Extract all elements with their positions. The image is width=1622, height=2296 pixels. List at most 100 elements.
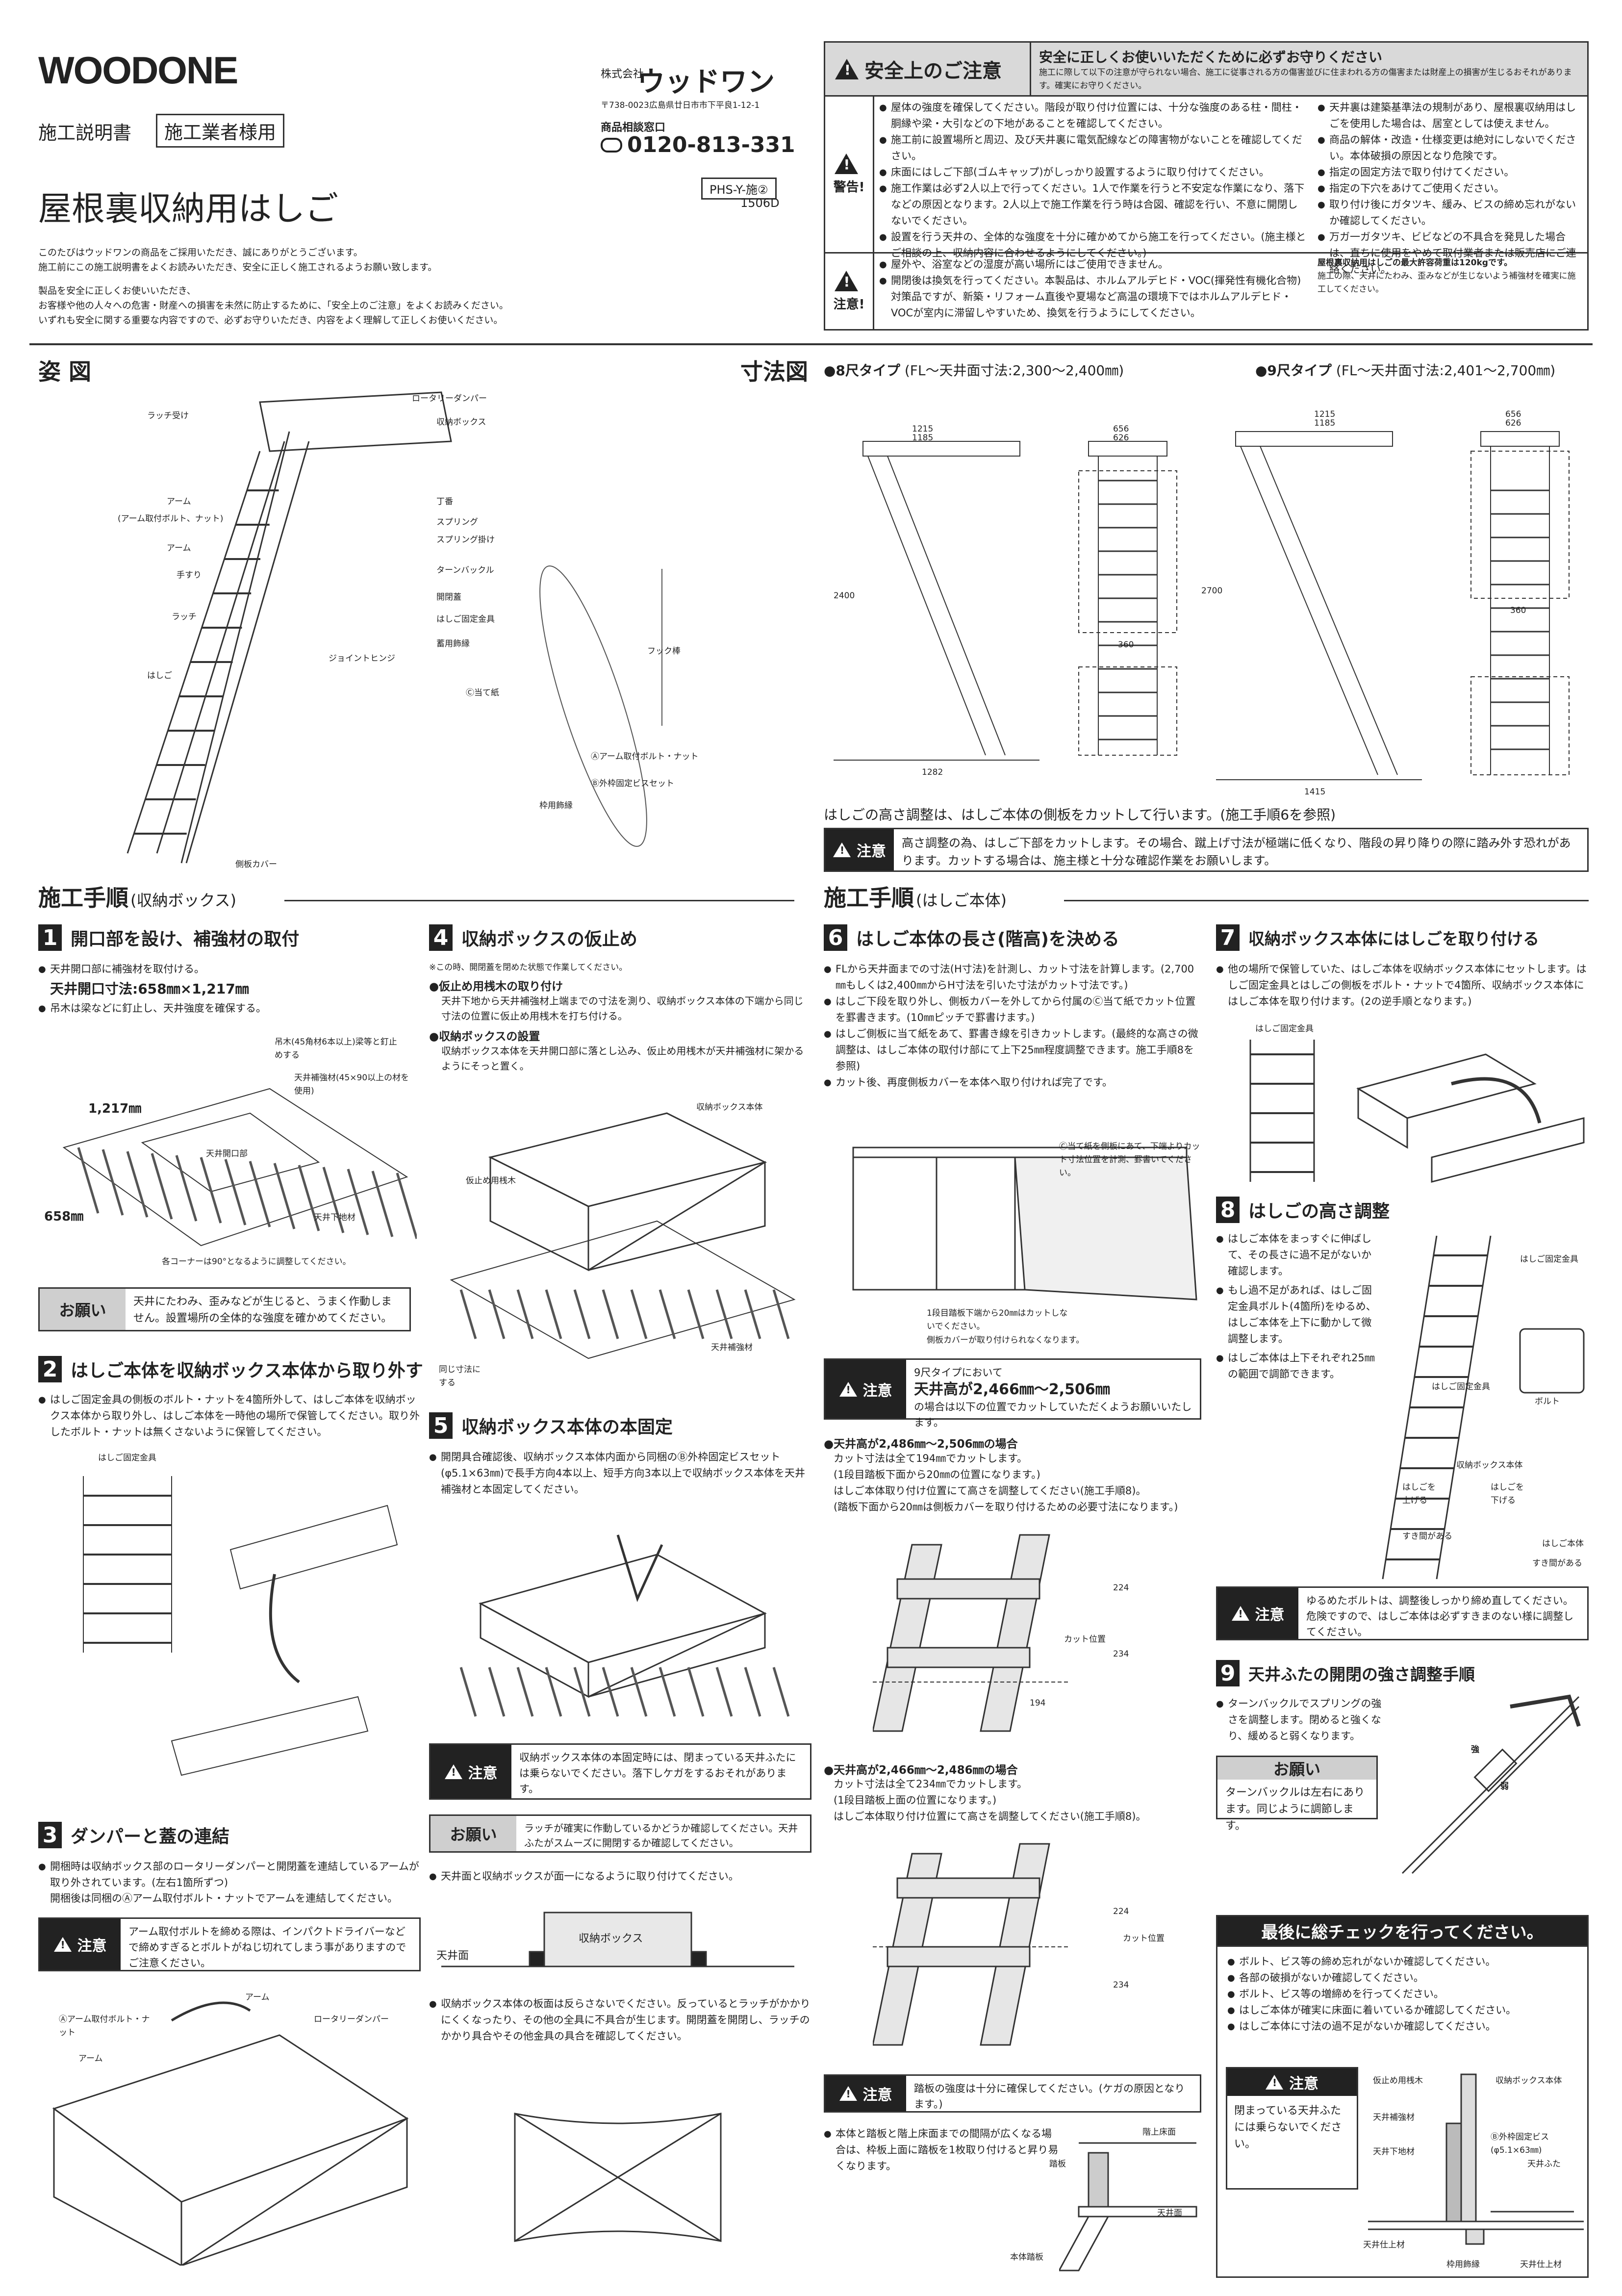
- step-strength-caution: !注意 踏板の強度は十分に確保してください。(ケガの原因となります。): [824, 2074, 1201, 2113]
- dim9-626: 626: [1505, 418, 1521, 428]
- fig8-label-bolt: ボルト: [1535, 1397, 1560, 1406]
- label-hook-rod: フック棒: [647, 646, 681, 656]
- final-figure: [1368, 2073, 1584, 2245]
- step-9-request: お願い ターンバックルは左右にあります。同じように調節します。: [1216, 1756, 1378, 1832]
- joist: [602, 1667, 619, 1717]
- safety-lead: 安全に正しくお使いいただくために必ずお守りください: [1039, 49, 1383, 65]
- label-spring: スプリング: [436, 517, 478, 527]
- step-2-figure: [83, 1476, 398, 1776]
- flush-label-ceiling: 天井面: [436, 1950, 469, 1962]
- joist: [630, 1667, 648, 1717]
- consult-label: 商品相談窓口: [601, 122, 666, 134]
- joist: [322, 1167, 345, 1233]
- label-frame-trim: 枠用飾縁: [539, 801, 573, 811]
- final-label-finish1: 天井仕上材: [1363, 2240, 1405, 2250]
- label-arm-bolt: (アーム取付ボルト、ナット): [118, 514, 224, 524]
- joist: [347, 1169, 369, 1235]
- joist: [101, 1149, 124, 1216]
- case-b-cut: カット位置: [1123, 1934, 1165, 1943]
- label-bolt-a: Ⓐアーム取付ボルト・ナット: [591, 752, 699, 762]
- step-5-body: 開閉具合確認後、収納ボックス本体内面から同梱のⒷ外枠固定ビスセット(φ5.1×6…: [429, 1449, 811, 1498]
- case-b-dim-234: 234: [1113, 1980, 1129, 1990]
- label-lid: 開閉蓋: [436, 592, 461, 602]
- company-address: 〒738-0023広島県廿日市市下平良1-12-1: [601, 101, 760, 110]
- case-b-body: カット寸法は全て234㎜でカットします。 (1段目踏板上面の位置になります。) …: [834, 1778, 1146, 1822]
- joist: [516, 1667, 534, 1717]
- joist: [371, 1171, 394, 1237]
- dimension-note: はしごの高さ調整は、はしご本体の側板をカットして行います。(施工手順6を参照): [824, 807, 1336, 823]
- warp-note: 収納ボックス本体の板面は反らさないでください。反っているとラッチがかかりにくくな…: [429, 1996, 811, 2044]
- heading-rule-2: [1064, 900, 1589, 901]
- step-4-t2: 収納ボックス本体を天井開口部に落とし込み、仮止め用桟木が天井補強材に架かるように…: [441, 1045, 804, 1072]
- company-name: ウッドワン: [637, 66, 775, 98]
- fig3-label-damper: ロータリーダンパー: [314, 2015, 389, 2024]
- step-1-body: 天井開口部に補強材を取付ける。: [38, 961, 421, 977]
- step-3-caution: !注意 アーム取付ボルトを締める際は、インパクトドライバーなどで締めすぎるとボル…: [38, 1917, 421, 1971]
- step-1-body-2: 吊木は梁などに釘止し、天井強度を確保する。: [38, 1000, 421, 1017]
- joist: [200, 1157, 222, 1224]
- step-5-figure: [459, 1534, 790, 1717]
- label-arm: アーム: [167, 497, 191, 507]
- fig1-label-opening: 天井開口部: [206, 1149, 248, 1159]
- joist: [175, 1155, 198, 1222]
- step-4-h1: ●仮止め用桟木の取り付け: [429, 980, 563, 993]
- final-check-panel: 最後に総チェックを行ってください。 ボルト、ビス等の締め忘れがないか確認してくだ…: [1216, 1915, 1589, 2278]
- warning-label: ! 警告!: [825, 97, 874, 252]
- final-label-finish2: 天井仕上材: [1520, 2260, 1562, 2270]
- warp-figure: [514, 2113, 722, 2242]
- step-label-upper: 階上床面: [1142, 2127, 1176, 2137]
- fig8-label-gap1: すき間がある: [1402, 1531, 1452, 1541]
- step-4-figure: [450, 1112, 796, 1359]
- case-a-figure: [873, 1534, 1069, 1732]
- step-2-body: はしご固定金具の側板のボルト・ナットを4箇所外して、はしご本体を収納ボックス本体…: [38, 1392, 421, 1440]
- fig6-label-cover: 側板カバーが取り付けられなくなります。: [927, 1335, 1085, 1345]
- step-5-request: お願い ラッチが確実に作動しているかどうか確認してください。天井ふたがスムーズに…: [429, 1814, 811, 1853]
- dimension-drawings: 1215 1185 2400 1282 656 626 360 1215 118…: [834, 409, 1570, 797]
- dim9-2700: 2700: [1201, 586, 1222, 596]
- case-a-dim-194: 194: [1030, 1698, 1046, 1708]
- label-joint-hinge: ジョイントヒンジ: [329, 654, 395, 663]
- fig1-note-corners: 各コーナーは90°となるように調整してください。: [162, 1257, 351, 1267]
- step-8-caution: !注意 ゆるめたボルトは、調整後しっかり締め直してください。危険ですので、はしご…: [1216, 1586, 1589, 1640]
- joist: [659, 1289, 676, 1339]
- step-3-body-b: 開梱後は同梱のⒶアーム取付ボルト・ナットでアームを連結してください。: [50, 1892, 398, 1904]
- label-spring-hook: スプリング掛け: [436, 535, 495, 545]
- heading-rule: [284, 900, 794, 901]
- steps-box-heading: 施工手順 (収納ボックス): [38, 885, 237, 911]
- fig3-label-bolt: Ⓐアーム取付ボルト・ナット: [59, 2015, 150, 2038]
- dim8-1215: 1215: [912, 424, 933, 434]
- fig1-dim-1217: 1,217㎜: [88, 1101, 142, 1116]
- label-screw-b: Ⓑ外枠固定ビスセット: [591, 779, 674, 789]
- freedial-icon: [601, 137, 622, 153]
- date-code: 1506D: [740, 196, 780, 210]
- dim8-2400: 2400: [834, 591, 855, 601]
- final-label-reinforce: 天井補強材: [1373, 2113, 1415, 2122]
- type8-heading: ●8尺タイプ (FL～天井面寸法:2,300～2,400㎜): [824, 362, 1124, 379]
- doc-code: PHS-Y-施②: [701, 178, 777, 200]
- flush-note: 天井面と収納ボックスが面一になるように取り付けてください。: [429, 1868, 811, 1885]
- step-9-body: ターンバックルでスプリングの強さを調整します。閉めると強くなり、緩めると弱くなり…: [1216, 1696, 1388, 1744]
- joist: [715, 1289, 733, 1339]
- step-label-body: 本体踏板: [1010, 2252, 1043, 2262]
- case-a-heading: ●天井高が2,486㎜～2,506㎜の場合: [824, 1438, 1018, 1451]
- label-latch-receiver: ラッチ受け: [147, 411, 189, 421]
- case-a-body: カット寸法は全て194㎜でカットします。 (1段目踏板下面から20㎜の位置になり…: [834, 1453, 1178, 1513]
- step-4-note: ※この時、開閉蓋を閉めた状態で作業してください。: [429, 963, 628, 972]
- fig2-label: はしご固定金具: [98, 1453, 156, 1463]
- joist: [459, 1289, 477, 1339]
- label-handrail: 手すり: [177, 570, 202, 580]
- joist: [516, 1289, 534, 1339]
- step-7-body: 他の場所で保管していた、はしご本体を収納ボックス本体にセットします。はしご固定金…: [1216, 961, 1589, 1010]
- step-label-tread: 踏板: [1049, 2159, 1066, 2169]
- joist: [488, 1667, 506, 1717]
- caution-list-left: 屋外や、浴室などの湿度が高い場所にはご使用できません。 開閉後は換気を行ってくだ…: [874, 254, 1313, 329]
- label-trim: 蓄用飾縁: [436, 639, 470, 649]
- steps-ladder-heading: 施工手順 (はしご本体): [824, 885, 1007, 911]
- fig7-label: はしご固定金具: [1255, 1024, 1314, 1034]
- fig8-label-down: はしごを下げる: [1491, 1482, 1524, 1505]
- intro-text: このたびはウッドワンの商品をご採用いただき、誠にありがとうございます。施工前にこ…: [38, 247, 508, 326]
